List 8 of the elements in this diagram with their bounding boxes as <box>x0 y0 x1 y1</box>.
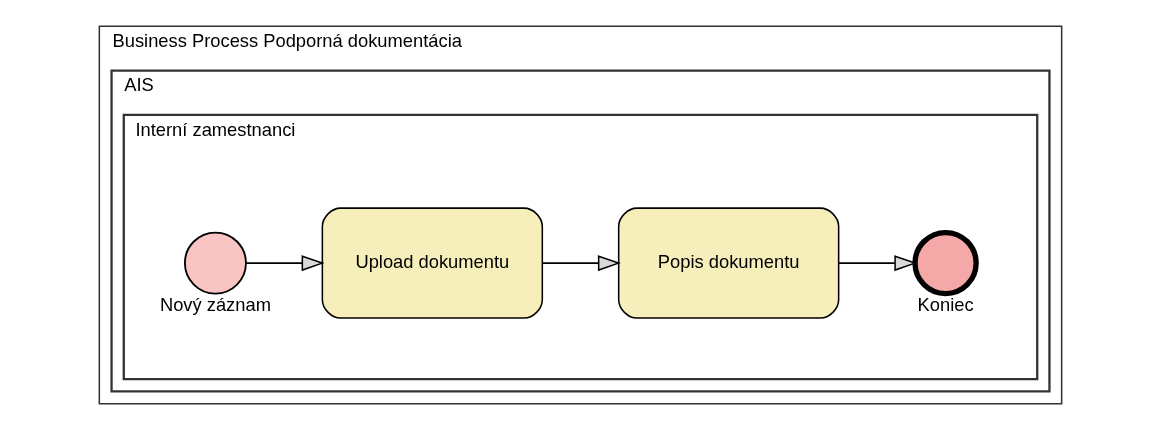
node-label: Koniec <box>917 293 974 315</box>
node-circle <box>183 231 247 295</box>
node-box: Popis dokumentu <box>617 207 839 319</box>
arrow <box>541 255 621 272</box>
node-label: Nový záznam <box>159 293 271 315</box>
arrow <box>244 255 324 272</box>
node-circle <box>911 229 979 297</box>
node-box: Upload dokumentu <box>321 207 543 319</box>
